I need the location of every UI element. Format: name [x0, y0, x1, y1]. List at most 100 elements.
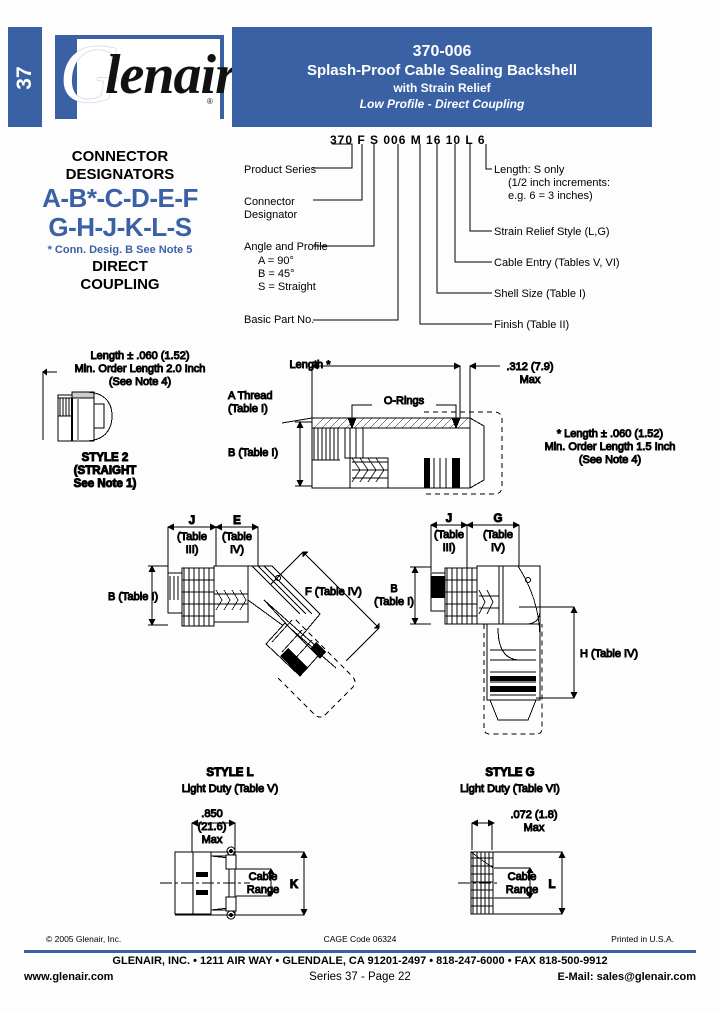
style-l-drawing: [160, 819, 308, 920]
style-g-dim-line1: .072 (1.8): [510, 809, 557, 821]
callout-angle-s: S = Straight: [258, 281, 316, 293]
straight-cross-section: [281, 362, 503, 495]
straight-note-line2: Min. Order Length 1.5 Inch: [545, 441, 676, 453]
callout-angle-a: A = 90°: [258, 255, 294, 267]
angle45-f-table-label: F (Table IV): [305, 586, 362, 598]
angle90-g-label: G: [494, 513, 503, 525]
part-number-leader-lines: [313, 143, 492, 325]
style-l-cable-range-line2: Range: [247, 884, 279, 896]
style-g-dim-line2: Max: [524, 822, 545, 834]
style2-caption-line3: See Note 1): [74, 478, 137, 490]
designator-note: * Conn. Desig. B See Note 5: [47, 244, 193, 256]
straight-note-line1: * Length ± .060 (1.52): [557, 428, 663, 440]
angle90-j-label: J: [446, 513, 452, 525]
series-tab: 37: [8, 27, 42, 127]
angle45-j-label: J: [189, 515, 195, 527]
style2-dim-line3: (See Note 4): [109, 376, 171, 388]
angle45-drawing: [148, 523, 380, 718]
style2-drawing: [42, 368, 113, 442]
straight-b-table-label: B (Table I): [228, 447, 278, 459]
part-number-code: 370 F S 006 M 16 10 L 6: [330, 133, 486, 147]
angle90-g-table-line1: (Table: [483, 529, 513, 541]
footer-copyright: © 2005 Glenair, Inc.: [46, 934, 122, 944]
callout-finish: Finish (Table II): [494, 319, 570, 331]
angle45-j-table-line1: (Table: [177, 531, 207, 543]
logo-white-panel: [77, 39, 220, 119]
angle90-h-table-label: H (Table IV): [580, 648, 638, 660]
designator-row-1: A-B*-C-D-E-F: [42, 183, 198, 213]
style-l-k-label: K: [290, 879, 299, 891]
callout-angle-profile: Angle and Profile: [244, 241, 328, 253]
footer-series-page: Series 37 - Page 22: [309, 971, 411, 983]
angle90-b-table-line1: B: [390, 583, 397, 595]
style-l-dim-line1: .850: [201, 808, 222, 820]
connector-designators-heading-line1: CONNECTOR: [71, 148, 169, 165]
angle90-b-table-line2: (Table I): [374, 596, 414, 608]
straight-max-dim-line2: Max: [520, 374, 541, 386]
logo-wordmark: lenair: [105, 44, 237, 106]
style-g-title: STYLE G: [485, 767, 534, 779]
angle45-e-label: E: [233, 515, 241, 527]
style-l-title: STYLE L: [206, 767, 253, 779]
direct-coupling-caption: DIRECT COUPLING: [10, 258, 230, 294]
style-g-cable-range-line2: Range: [506, 884, 538, 896]
footer-divider: [24, 950, 696, 953]
direct-coupling-line1: DIRECT: [92, 258, 148, 275]
logo-letter-g: G: [59, 28, 120, 121]
angle45-j-table-line2: III): [186, 544, 199, 556]
style-g-l-label: L: [548, 879, 555, 891]
title-banner: 370-006 Splash-Proof Cable Sealing Backs…: [232, 27, 652, 127]
part-number-title: 370-006: [412, 43, 472, 60]
style-l-cable-range-line1: Cable: [249, 871, 278, 883]
straight-length-label: Length *: [290, 359, 332, 371]
callout-angle-b: B = 45°: [258, 268, 295, 280]
callout-length-example: e.g. 6 = 3 inches): [508, 190, 593, 202]
angle90-j-table-line1: (Table: [434, 529, 464, 541]
title-line-2: with Strain Relief: [393, 81, 491, 95]
callout-length-s-only: Length: S only: [494, 164, 565, 176]
angle45-b-table-label: B (Table I): [108, 591, 158, 603]
callout-strain-relief-style: Strain Relief Style (L,G): [494, 226, 610, 238]
footer-website[interactable]: www.glenair.com: [24, 971, 114, 983]
style-l-dim-line3: Max: [202, 834, 223, 846]
straight-max-dim-line1: .312 (7.9): [506, 361, 553, 373]
designator-row-2: G-H-J-K-L-S: [48, 212, 192, 242]
style2-dim-line2: Min. Order Length 2.0 Inch: [75, 363, 206, 375]
callout-length-increments: (1/2 inch increments:: [508, 177, 611, 189]
connector-designators-heading: CONNECTOR DESIGNATORS: [10, 148, 230, 184]
glenair-logo: G lenair ®: [55, 28, 237, 121]
title-line-1: Splash-Proof Cable Sealing Backshell: [306, 62, 578, 79]
footer-email[interactable]: E-Mail: sales@glenair.com: [557, 971, 697, 983]
footer-printed-in: Printed in U.S.A.: [611, 934, 674, 944]
callout-basic-part-no: Basic Part No.: [244, 314, 315, 326]
straight-a-thread-line2: (Table I): [228, 403, 268, 415]
callout-designator: Designator: [244, 209, 298, 221]
footer-address: GLENAIR, INC. • 1211 AIR WAY • GLENDALE,…: [112, 955, 608, 967]
angle45-e-table-line1: (Table: [222, 531, 252, 543]
straight-o-rings-label: O-Rings: [384, 395, 425, 407]
angle45-e-table-line2: IV): [230, 544, 244, 556]
style-l-dim-line2: (21.6): [198, 821, 227, 833]
callout-product-series: Product Series: [244, 164, 317, 176]
style-g-drawing: [458, 819, 566, 916]
style2-caption-line2: (STRAIGHT: [74, 465, 137, 477]
style-l-subtitle: Light Duty (Table V): [182, 783, 279, 795]
footer-cage-code: CAGE Code 06324: [323, 934, 397, 944]
title-line-3: Low Profile - Direct Coupling: [359, 97, 525, 111]
registered-trademark-icon: ®: [207, 97, 213, 106]
style2-dim-line1: Length ± .060 (1.52): [91, 350, 190, 362]
straight-a-thread-line1: A Thread: [228, 390, 272, 402]
style2-caption-line1: STYLE 2: [82, 452, 129, 464]
straight-note-line3: (See Note 4): [579, 454, 641, 466]
style-g-subtitle: Light Duty (Table VI): [460, 783, 560, 795]
callout-shell-size: Shell Size (Table I): [494, 288, 586, 300]
connector-designators-heading-line2: DESIGNATORS: [65, 166, 175, 183]
angle90-g-table-line2: IV): [491, 542, 505, 554]
style-g-cable-range-line1: Cable: [508, 871, 537, 883]
angle90-j-table-line2: III): [443, 542, 456, 554]
direct-coupling-line2: COUPLING: [80, 276, 160, 293]
callout-connector: Connector: [244, 196, 295, 208]
callout-cable-entry: Cable Entry (Tables V, VI): [494, 257, 620, 269]
